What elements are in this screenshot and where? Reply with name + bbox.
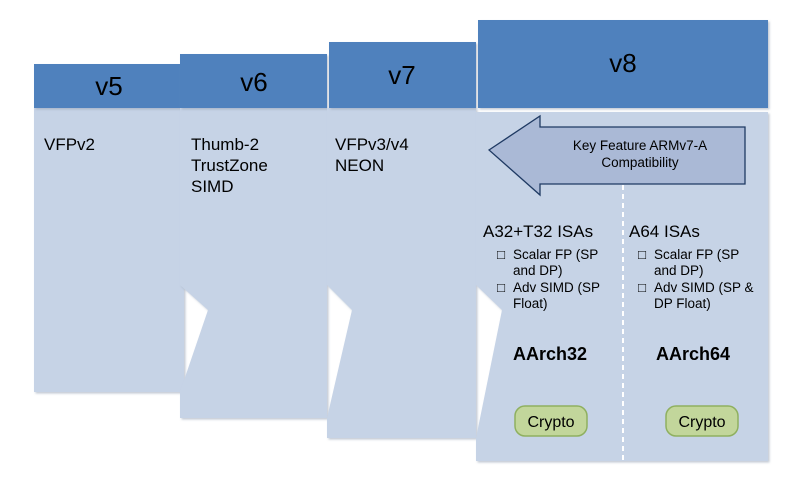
column-v7: v7 VFPv3/v4 NEON (327, 42, 476, 438)
aarch32-bullet-2-marker: □ (497, 280, 505, 295)
aarch32-bullet-2-line-2: Float) (513, 296, 548, 311)
aarch32-isa-title: A32+T32 ISAs (483, 222, 593, 241)
column-v8-header-label: v8 (609, 48, 636, 78)
aarch64-bullet-1-line-1: Scalar FP (SP (654, 247, 739, 262)
column-v7-body (327, 108, 476, 438)
column-v6-feature-3: SIMD (191, 177, 234, 196)
aarch32-bullet-1-marker: □ (497, 247, 505, 262)
column-v7-feature-1: VFPv3/v4 (335, 135, 409, 154)
aarch32-crypto-label: Crypto (527, 414, 574, 431)
column-v8-header (478, 20, 768, 108)
column-v6-body (180, 108, 327, 418)
aarch64-bullet-2-marker: □ (638, 280, 646, 295)
aarch64-bullet-1-marker: □ (638, 247, 646, 262)
aarch64-section: A64 ISAs □ Scalar FP (SP and DP) □ Adv S… (629, 222, 754, 437)
column-v5-body (34, 108, 184, 392)
compatibility-arrow-label-1: Key Feature ARMv7-A (573, 138, 707, 153)
aarch64-crypto-label: Crypto (678, 414, 725, 431)
aarch64-crypto-badge (665, 405, 739, 437)
column-v6: v6 Thumb-2 TrustZone SIMD (180, 54, 327, 418)
aarch64-bullet-2-line-1: Adv SIMD (SP & (654, 280, 754, 295)
aarch64-bullet-2-line-2: DP Float) (654, 296, 711, 311)
column-v6-feature-1: Thumb-2 (191, 135, 259, 154)
aarch64-bullet-1-line-2: and DP) (654, 263, 704, 278)
column-v6-feature-2: TrustZone (191, 156, 268, 175)
compatibility-arrow-label-2: Compatibility (601, 155, 679, 170)
column-v6-header-label: v6 (240, 67, 267, 97)
column-v8: v8 Key Feature ARMv7-A Compatibility A32… (476, 20, 768, 461)
column-v7-header-label: v7 (388, 60, 415, 90)
compatibility-arrow-shape (487, 114, 746, 197)
column-v5: v5 VFPv2 (34, 64, 184, 392)
aarch64-name: AArch64 (656, 344, 730, 364)
aarch32-name: AArch32 (513, 344, 587, 364)
aarch32-bullet-1-line-1: Scalar FP (SP (513, 247, 598, 262)
column-v5-header (34, 64, 184, 108)
aarch32-section: A32+T32 ISAs □ Scalar FP (SP and DP) □ A… (483, 222, 600, 437)
aarch64-isa-title: A64 ISAs (629, 222, 700, 241)
compatibility-arrow: Key Feature ARMv7-A Compatibility (487, 114, 746, 197)
aarch32-bullet-1-line-2: and DP) (513, 263, 563, 278)
column-v5-feature-1: VFPv2 (44, 135, 95, 154)
aarch32-bullet-2-line-1: Adv SIMD (SP (513, 280, 600, 295)
column-v7-feature-2: NEON (335, 156, 384, 175)
column-v5-header-label: v5 (95, 71, 122, 101)
column-v6-header (180, 54, 327, 108)
aarch32-crypto-badge (514, 405, 588, 437)
column-v7-header (329, 42, 476, 108)
